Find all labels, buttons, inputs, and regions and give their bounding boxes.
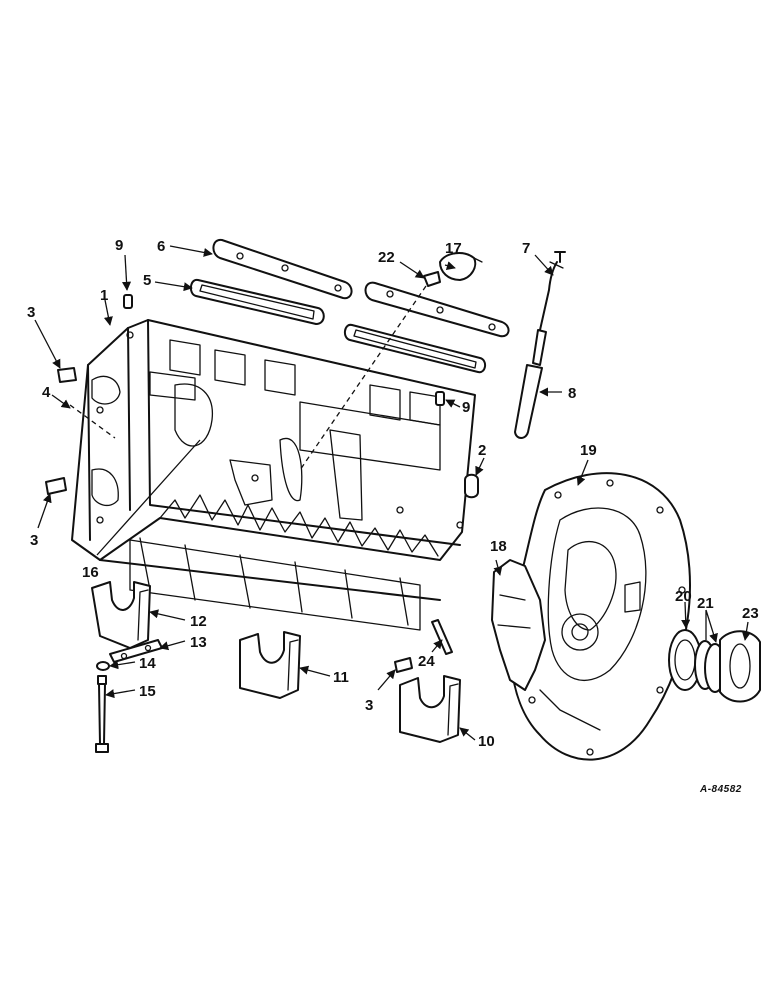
callout-5: 5 [143,272,151,289]
callout-2: 2 [478,442,486,459]
bearing-cap-11 [239,631,301,699]
rear-plate-gasket [491,559,546,691]
sending-unit [439,252,483,281]
side-cover-plate-right [364,281,510,338]
bearing-cap-10 [399,675,461,743]
callout-10: 10 [478,733,495,750]
dowel-pin-9-right [435,391,445,406]
callout-6: 6 [157,238,165,255]
figure-reference: A-84582 [699,784,742,795]
callout-8: 8 [568,385,576,402]
main-bearing-bolt [95,675,109,753]
callout-15: 15 [139,683,156,700]
callout-1: 1 [100,287,108,304]
callout-23: 23 [742,605,759,622]
cover-gasket-left [190,278,325,325]
callout-17: 17 [445,240,462,257]
callout-24: 24 [418,653,435,670]
callout-labels: 1 2 3 3 3 4 5 6 7 8 9 9 10 11 12 13 14 1… [27,237,759,750]
oil-level-gauge [539,251,566,331]
side-cover-plate-left [212,238,353,300]
callout-12: 12 [190,613,207,630]
callout-19: 19 [580,442,597,459]
bearing-cap-12 [91,581,151,649]
callout-7: 7 [522,240,530,257]
callout-9-top: 9 [115,237,123,254]
callout-14: 14 [139,655,156,672]
callout-16: 16 [82,564,99,581]
dowel-3-bottom [394,657,413,673]
cylinder-block [71,319,476,631]
callout-4: 4 [42,384,51,401]
washer [96,661,110,671]
rear-seal-housing [719,630,761,703]
callout-20: 20 [675,588,692,605]
callout-13: 13 [190,634,207,651]
oil-gauge-tube [514,329,547,439]
callout-21: 21 [697,595,714,612]
callout-3-upper: 3 [27,304,35,321]
callout-9-right: 9 [462,399,470,416]
callout-22: 22 [378,249,395,266]
dowel-pin-9-top [123,294,133,309]
plug-2 [464,473,479,499]
cover-gasket-right [344,323,486,374]
callout-18: 18 [490,538,507,555]
callout-3-lower: 3 [30,532,38,549]
dowel-4-hidden [69,404,116,439]
flywheel-housing-plate [509,472,691,761]
callout-11: 11 [333,669,349,686]
dowel-3-upper [57,367,77,383]
dowel-3-lower [45,477,67,495]
elbow-fitting [299,271,441,471]
leader-lines [34,245,751,741]
callout-3-bottom: 3 [365,697,373,714]
